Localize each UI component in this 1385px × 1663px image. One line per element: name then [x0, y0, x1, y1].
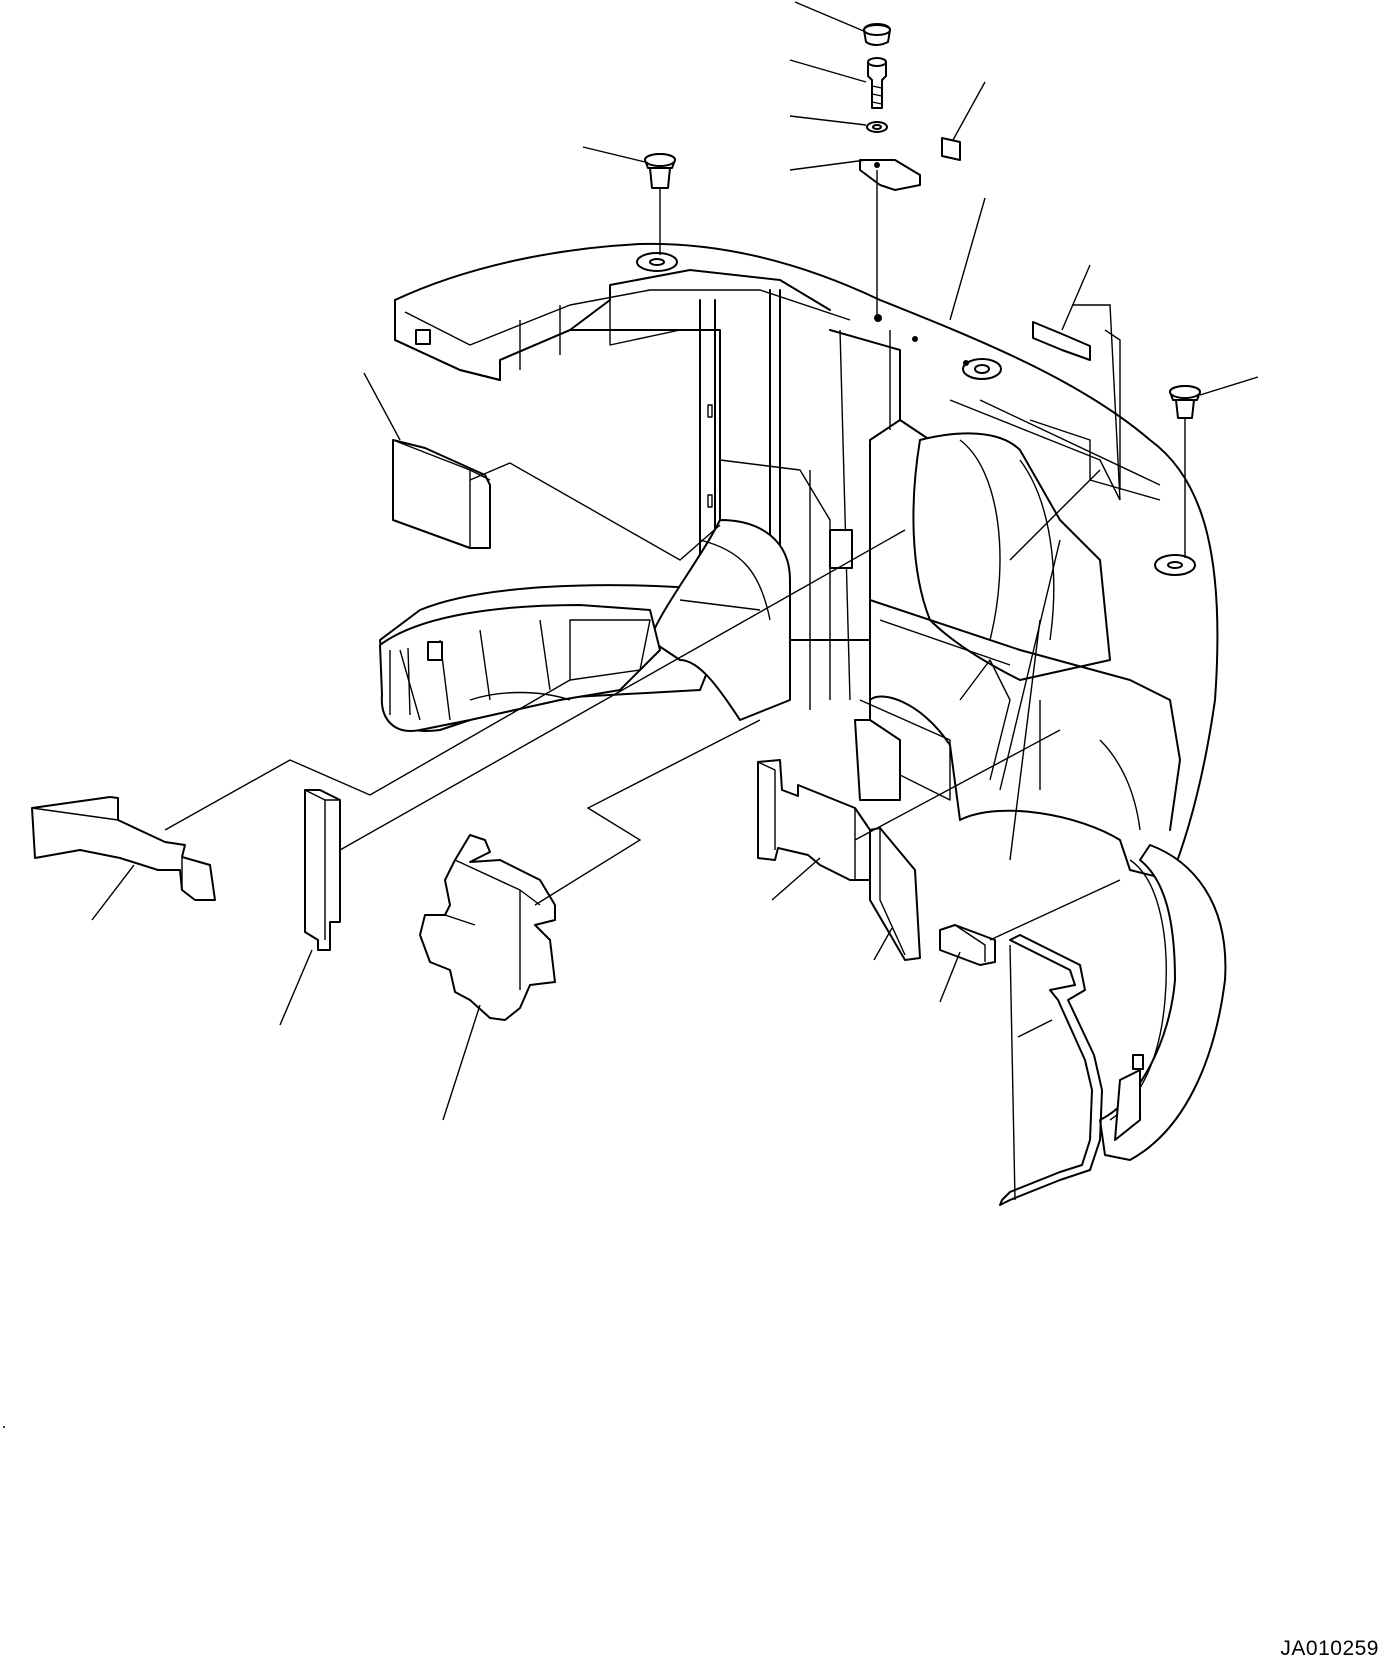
bolt-stack [859, 23, 961, 316]
relation-lines [164, 329, 1121, 941]
main-housing [379, 242, 1227, 1161]
drawing-id-label: JA010259 [1280, 1637, 1379, 1660]
clip-fasteners [644, 153, 1201, 558]
pads [31, 321, 1103, 1206]
leader-lines [91, 1, 1259, 1121]
